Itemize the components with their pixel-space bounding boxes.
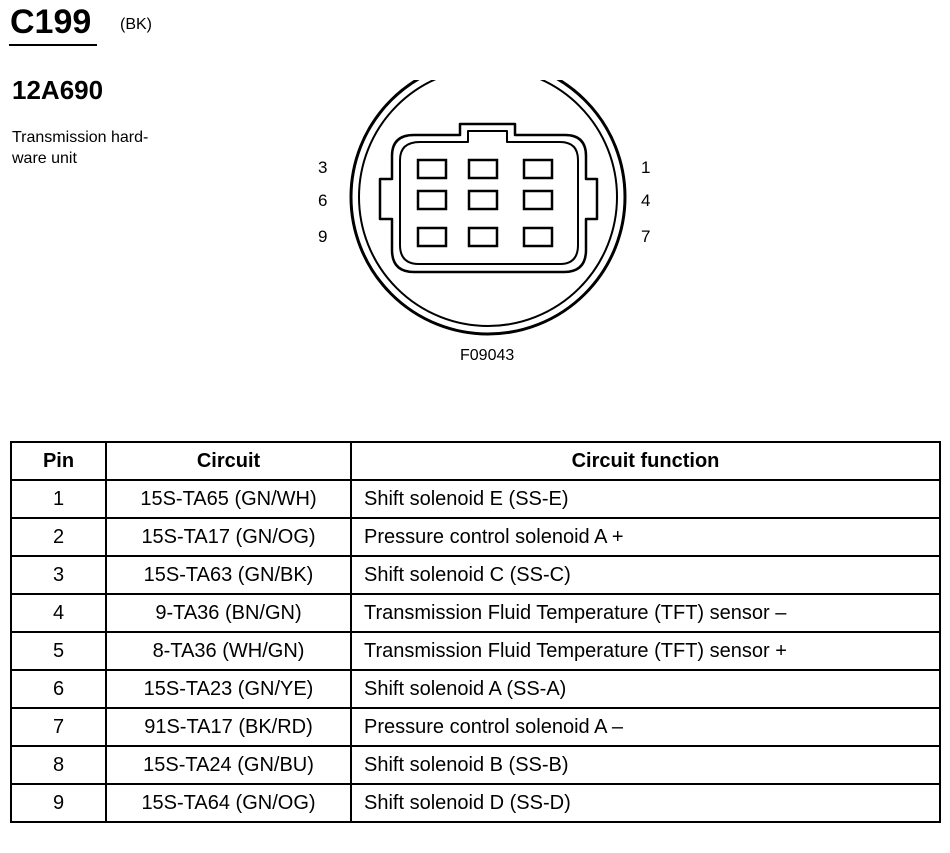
connector-id-underline: [9, 44, 97, 46]
table-row: 3 15S-TA63 (GN/BK) Shift solenoid C (SS-…: [10, 555, 941, 595]
figure-code: F09043: [460, 347, 515, 364]
pin-terminal-8: [467, 226, 499, 248]
pin-label-left: 6: [318, 191, 328, 210]
pin-cell: 6: [10, 669, 107, 709]
table-header-row: Pin Circuit Circuit function: [10, 441, 941, 481]
circuit-function-cell: Transmission Fluid Temperature (TFT) sen…: [350, 631, 941, 671]
circuit-cell: 9-TA36 (BN/GN): [105, 593, 352, 633]
column-header-circuit: Circuit: [105, 441, 352, 481]
circuit-function-cell: Transmission Fluid Temperature (TFT) sen…: [350, 593, 941, 633]
circuit-function-cell: Pressure control solenoid A –: [350, 707, 941, 747]
pin-cell: 1: [10, 479, 107, 519]
connector-outer-ring: [349, 80, 627, 336]
pin-terminal-5: [467, 189, 499, 211]
pin-table: Pin Circuit Circuit function 1 15S-TA65 …: [10, 441, 941, 823]
pin-label-left: 9: [318, 227, 328, 246]
circuit-cell: 15S-TA65 (GN/WH): [105, 479, 352, 519]
table-row: 2 15S-TA17 (GN/OG) Pressure control sole…: [10, 517, 941, 557]
connector-face-diagram: [349, 80, 627, 336]
pin-terminal-7: [522, 226, 554, 248]
circuit-cell: 15S-TA23 (GN/YE): [105, 669, 352, 709]
column-header-pin: Pin: [10, 441, 107, 481]
pin-cell: 5: [10, 631, 107, 671]
table-row: 7 91S-TA17 (BK/RD) Pressure control sole…: [10, 707, 941, 747]
circuit-function-cell: Shift solenoid A (SS-A): [350, 669, 941, 709]
circuit-cell: 15S-TA24 (GN/BU): [105, 745, 352, 785]
circuit-function-cell: Shift solenoid E (SS-E): [350, 479, 941, 519]
circuit-cell: 15S-TA64 (GN/OG): [105, 783, 352, 823]
pin-cell: 7: [10, 707, 107, 747]
pin-terminal-6: [416, 189, 448, 211]
part-number: 12A690: [12, 75, 104, 105]
pin-cell: 9: [10, 783, 107, 823]
connector-cavity-outline: [399, 130, 579, 265]
pin-cell: 8: [10, 745, 107, 785]
pin-cell: 2: [10, 517, 107, 557]
circuit-function-cell: Shift solenoid B (SS-B): [350, 745, 941, 785]
pin-label-right: 4: [641, 191, 651, 210]
circuit-function-cell: Shift solenoid D (SS-D): [350, 783, 941, 823]
table-row: 9 15S-TA64 (GN/OG) Shift solenoid D (SS-…: [10, 783, 941, 823]
pin-cell: 4: [10, 593, 107, 633]
connector-housing-outline: [378, 122, 599, 274]
pin-cell: 3: [10, 555, 107, 595]
circuit-cell: 8-TA36 (WH/GN): [105, 631, 352, 671]
pin-terminal-3: [416, 158, 448, 180]
pin-terminal-9: [416, 226, 448, 248]
connector-inner-ring: [358, 80, 618, 327]
circuit-function-cell: Shift solenoid C (SS-C): [350, 555, 941, 595]
table-row: 4 9-TA36 (BN/GN) Transmission Fluid Temp…: [10, 593, 941, 633]
table-row: 8 15S-TA24 (GN/BU) Shift solenoid B (SS-…: [10, 745, 941, 785]
circuit-cell: 91S-TA17 (BK/RD): [105, 707, 352, 747]
pin-terminal-1: [522, 158, 554, 180]
pin-terminal-2: [467, 158, 499, 180]
part-description: Transmission hard-ware unit: [12, 129, 149, 167]
circuit-cell: 15S-TA63 (GN/BK): [105, 555, 352, 595]
pin-label-right: 7: [641, 227, 651, 246]
pin-label-left: 3: [318, 158, 328, 177]
table-row: 6 15S-TA23 (GN/YE) Shift solenoid A (SS-…: [10, 669, 941, 709]
circuit-cell: 15S-TA17 (GN/OG): [105, 517, 352, 557]
pin-label-right: 1: [641, 158, 651, 177]
circuit-function-cell: Pressure control solenoid A +: [350, 517, 941, 557]
connector-color: (BK): [120, 16, 152, 33]
connector-id: C199: [10, 3, 92, 41]
table-row: 1 15S-TA65 (GN/WH) Shift solenoid E (SS-…: [10, 479, 941, 519]
table-row: 5 8-TA36 (WH/GN) Transmission Fluid Temp…: [10, 631, 941, 671]
pin-terminals: [416, 158, 554, 248]
column-header-circuit-function: Circuit function: [350, 441, 941, 481]
pin-terminal-4: [522, 189, 554, 211]
